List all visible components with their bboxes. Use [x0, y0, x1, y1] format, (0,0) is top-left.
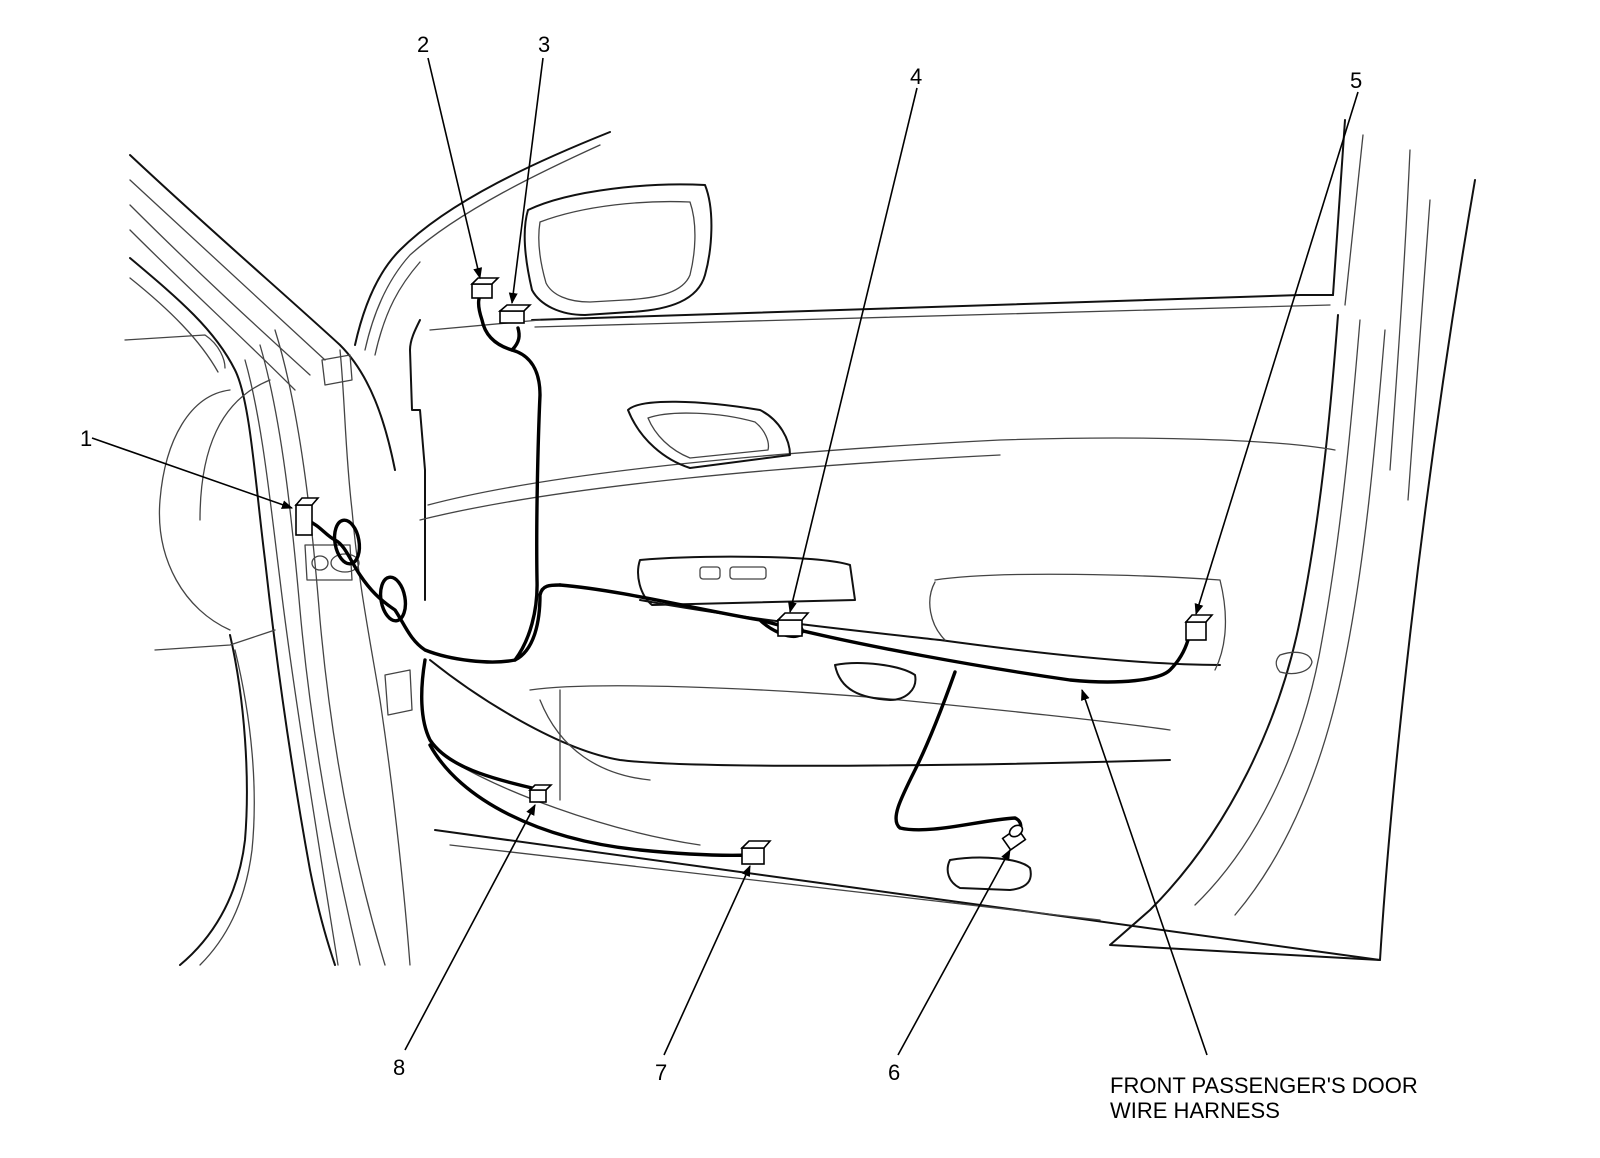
harness-caption-line-1: FRONT PASSENGER'S DOOR: [1110, 1073, 1418, 1098]
connector-7: [740, 840, 772, 865]
connector-2: [470, 277, 500, 299]
harness-caption-line-2: WIRE HARNESS: [1110, 1098, 1280, 1123]
callout-6: 6: [888, 1060, 900, 1085]
callout-4: 4: [910, 64, 922, 89]
connector-5: [1184, 614, 1214, 641]
wire-harness-route: [304, 294, 1190, 857]
connector-1: [294, 497, 320, 536]
connector-8: [528, 784, 553, 803]
vehicle-body-outline: [124, 131, 611, 966]
callout-8: 8: [393, 1055, 405, 1080]
door-panel-outline: [409, 119, 1476, 961]
callout-7: 7: [655, 1060, 667, 1085]
callout-1: 1: [80, 426, 92, 451]
connector-3: [497, 304, 532, 324]
leader-lines: [91, 57, 1359, 1056]
connector-4: [776, 612, 810, 637]
connector-6: [1001, 824, 1027, 852]
callout-5: 5: [1350, 68, 1362, 93]
callout-3: 3: [538, 32, 550, 57]
callout-2: 2: [417, 32, 429, 57]
